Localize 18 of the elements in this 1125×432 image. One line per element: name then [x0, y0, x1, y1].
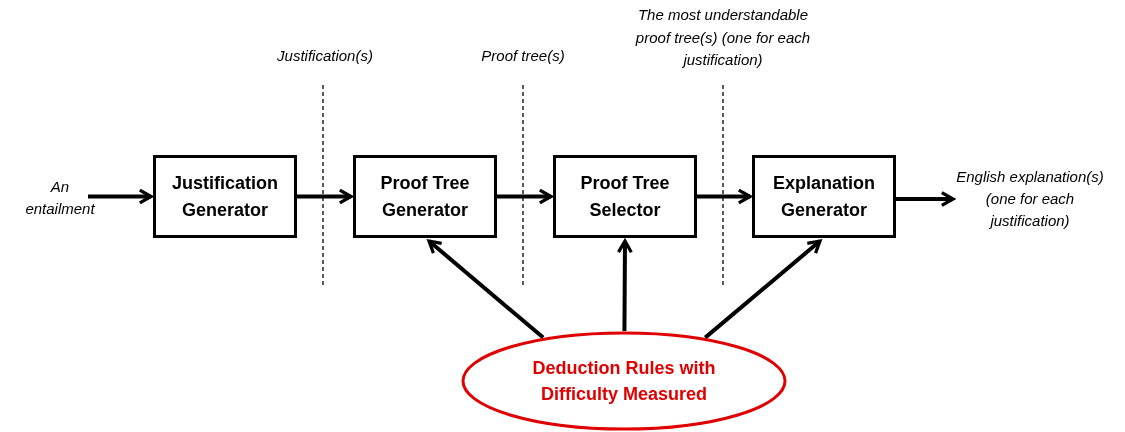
- ellipse-node: [461, 331, 787, 431]
- stage-label: The most understandable proof tree(s) (one for each justification): [634, 5, 812, 70]
- process-box: Proof Tree Generator: [353, 155, 497, 238]
- stage-label: Proof tree(s): [480, 46, 566, 66]
- arrow: [88, 188, 153, 205]
- process-box: Proof Tree Selector: [553, 155, 697, 238]
- arrow: [697, 188, 752, 205]
- stage-label: Justification(s): [276, 46, 374, 66]
- arrow: [616, 239, 633, 331]
- flow-text: English explanation(s) (one for each justification): [955, 163, 1105, 235]
- process-box: Explanation Generator: [752, 155, 896, 238]
- arrow: [896, 191, 955, 207]
- arrow: [497, 188, 553, 205]
- process-box: Justification Generator: [153, 155, 297, 238]
- ellipse-text: Deduction Rules with Difficulty Measured: [531, 356, 717, 406]
- arrow: [297, 188, 353, 205]
- arrow: [427, 239, 545, 340]
- arrow: [703, 239, 822, 340]
